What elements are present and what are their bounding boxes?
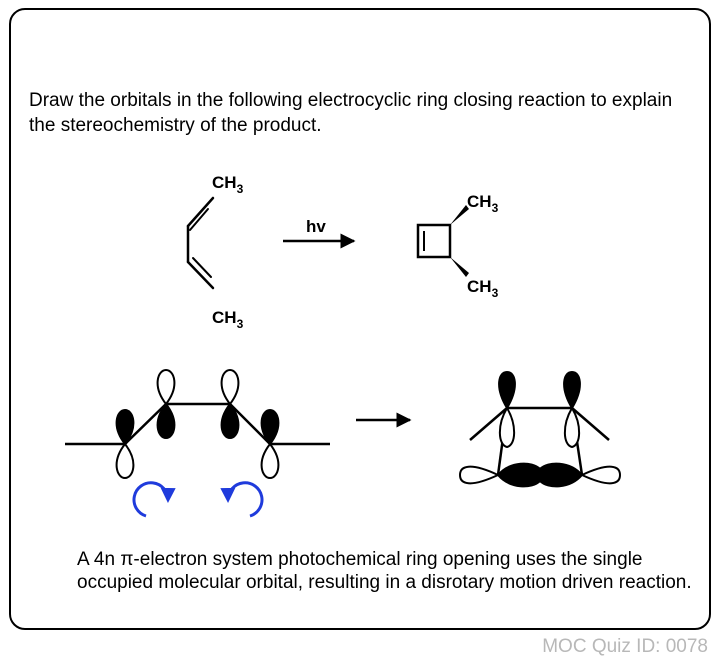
product-bottom-methyl: CH3 (467, 277, 499, 300)
quiz-id-label: MOC Quiz ID: 0078 (542, 636, 708, 657)
product-bottom-wedge (450, 257, 469, 277)
product-top-wedge (450, 205, 469, 225)
diene-orbital-diagram (65, 368, 330, 480)
question-text: Draw the orbitals in the following elect… (29, 90, 673, 136)
reactant-diene (186, 196, 215, 290)
reactant-top-methyl: CH3 (212, 173, 244, 196)
reactant-bottom-methyl: CH3 (212, 308, 244, 331)
product-top-methyl: CH3 (467, 192, 499, 215)
explanation-text: A 4n π-electron system photochemical rin… (77, 549, 692, 593)
cyclobutene-orbital-diagram (458, 370, 622, 488)
left-rotation-arrow (132, 481, 176, 518)
question-card (9, 8, 711, 630)
right-rotation-arrow (220, 481, 264, 518)
reagent-label: hv (306, 217, 326, 236)
product-cyclobutene (416, 223, 452, 259)
